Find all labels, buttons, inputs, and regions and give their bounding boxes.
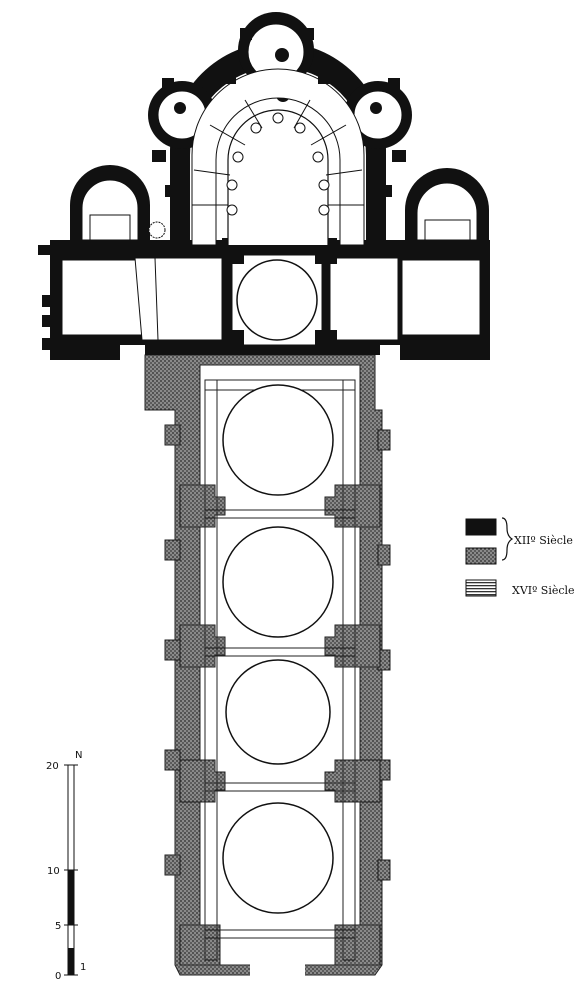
legend-bracket bbox=[501, 517, 514, 561]
south-apsidiole bbox=[405, 168, 489, 241]
scale-north-label: N bbox=[75, 750, 82, 761]
scale-tick-0: 0 bbox=[55, 971, 61, 982]
chevet bbox=[148, 12, 412, 246]
scale-unit-label: 1 bbox=[80, 962, 86, 973]
scale-tick-10: 10 bbox=[47, 866, 60, 877]
legend-swatch-stipple bbox=[465, 547, 497, 565]
chevet-buttresses bbox=[152, 28, 406, 197]
transept-north-arm bbox=[61, 259, 143, 336]
legend-swatch-hatch bbox=[465, 579, 497, 597]
scale-tick-5: 5 bbox=[55, 921, 61, 932]
nave-aisles bbox=[204, 379, 356, 961]
scale-bar: N 20 10 5 0 1 bbox=[46, 750, 86, 982]
hemicycle-columns bbox=[226, 112, 330, 216]
nave bbox=[144, 354, 391, 976]
west-portal bbox=[250, 962, 305, 976]
transept-south-arm bbox=[401, 259, 481, 336]
legend-bracket-label: XIIº Siècle bbox=[514, 534, 573, 547]
transept-inner-south bbox=[329, 257, 399, 341]
transept-inner-north bbox=[149, 257, 223, 341]
scale-tick-20: 20 bbox=[46, 761, 59, 772]
legend: XIIº Siècle XVIº Siècle bbox=[465, 517, 575, 597]
nave-piers bbox=[179, 484, 381, 966]
nave-right-buttresses bbox=[377, 429, 391, 881]
legend-hatch-label: XVIº Siècle bbox=[512, 584, 575, 597]
transept bbox=[38, 238, 490, 360]
nave-left-buttresses bbox=[164, 424, 181, 876]
crossing-dome bbox=[236, 259, 318, 341]
legend-swatch-solid bbox=[465, 518, 497, 536]
nave-vaults bbox=[222, 384, 334, 914]
north-apsidiole bbox=[70, 165, 166, 241]
